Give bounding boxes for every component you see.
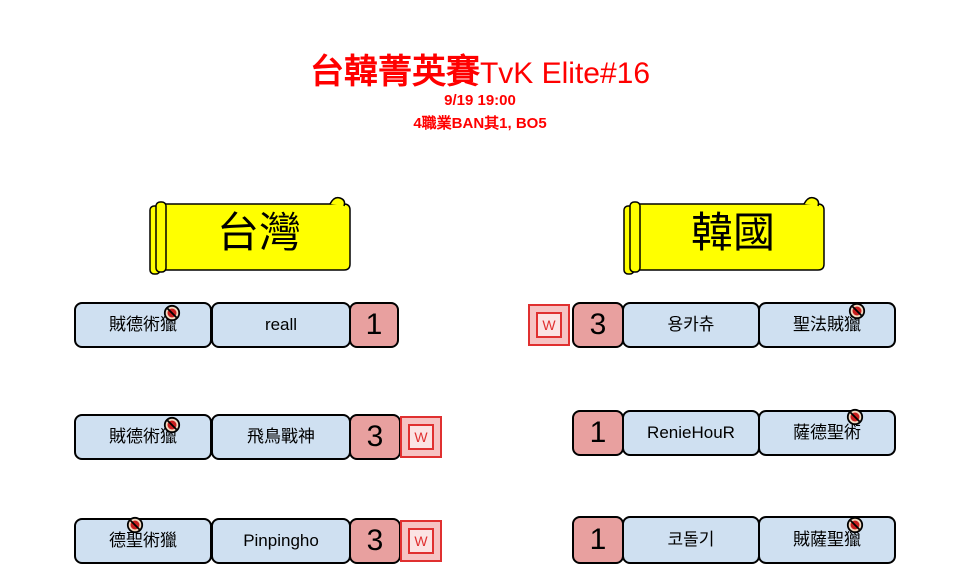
right-class-cell: 聖法賊獵 bbox=[758, 302, 896, 348]
left-player-cell: Pinpingho bbox=[211, 518, 351, 564]
left-score-cell: 3 bbox=[349, 518, 401, 564]
left-score-cell: 3 bbox=[349, 414, 401, 460]
ban-icon bbox=[848, 302, 866, 320]
ban-icon bbox=[126, 516, 144, 534]
right-score-cell: 3 bbox=[572, 302, 624, 348]
right-score-cell: 1 bbox=[572, 516, 624, 564]
team-name-left: 台灣 bbox=[216, 208, 301, 257]
right-player-cell: 코돌기 bbox=[622, 516, 760, 564]
left-player-cell: reall bbox=[211, 302, 351, 348]
win-badge: W bbox=[400, 416, 442, 458]
left-score-cell: 1 bbox=[349, 302, 399, 348]
right-player-cell: 용카츄 bbox=[622, 302, 760, 348]
team-banner-left: 台灣 bbox=[144, 194, 354, 275]
team-banner-right: 韓國 bbox=[618, 194, 828, 275]
left-class-cell: 賊德術獵 bbox=[74, 302, 212, 348]
title-chinese: 台韓菁英賽 bbox=[309, 52, 480, 92]
right-class-cell: 賊薩聖獵 bbox=[758, 516, 896, 564]
title-english: TvK Elite#16 bbox=[479, 57, 651, 90]
win-label: W bbox=[408, 424, 434, 450]
ban-icon bbox=[163, 304, 181, 322]
match-datetime: 9/19 19:00 bbox=[444, 92, 516, 109]
ban-icon bbox=[163, 416, 181, 434]
right-class-cell: 薩德聖術 bbox=[758, 410, 896, 456]
win-label: W bbox=[408, 528, 434, 554]
ban-icon bbox=[846, 516, 864, 534]
win-badge: W bbox=[400, 520, 442, 562]
right-score-cell: 1 bbox=[572, 410, 624, 456]
ban-icon bbox=[846, 408, 864, 426]
left-class-cell: 賊德術獵 bbox=[74, 414, 212, 460]
match-rules: 4職業BAN其1, BO5 bbox=[413, 115, 547, 132]
left-player-cell: 飛鳥戰神 bbox=[211, 414, 351, 460]
scroll-icon bbox=[623, 196, 825, 275]
win-label: W bbox=[536, 312, 562, 338]
right-player-cell: RenieHouR bbox=[622, 410, 760, 456]
team-name-right: 韓國 bbox=[690, 208, 775, 257]
left-class-cell: 德聖術獵 bbox=[74, 518, 212, 564]
win-badge: W bbox=[528, 304, 570, 346]
scroll-icon bbox=[149, 196, 351, 275]
page-title: 台韓菁英賽TvK Elite#16 bbox=[0, 44, 960, 93]
